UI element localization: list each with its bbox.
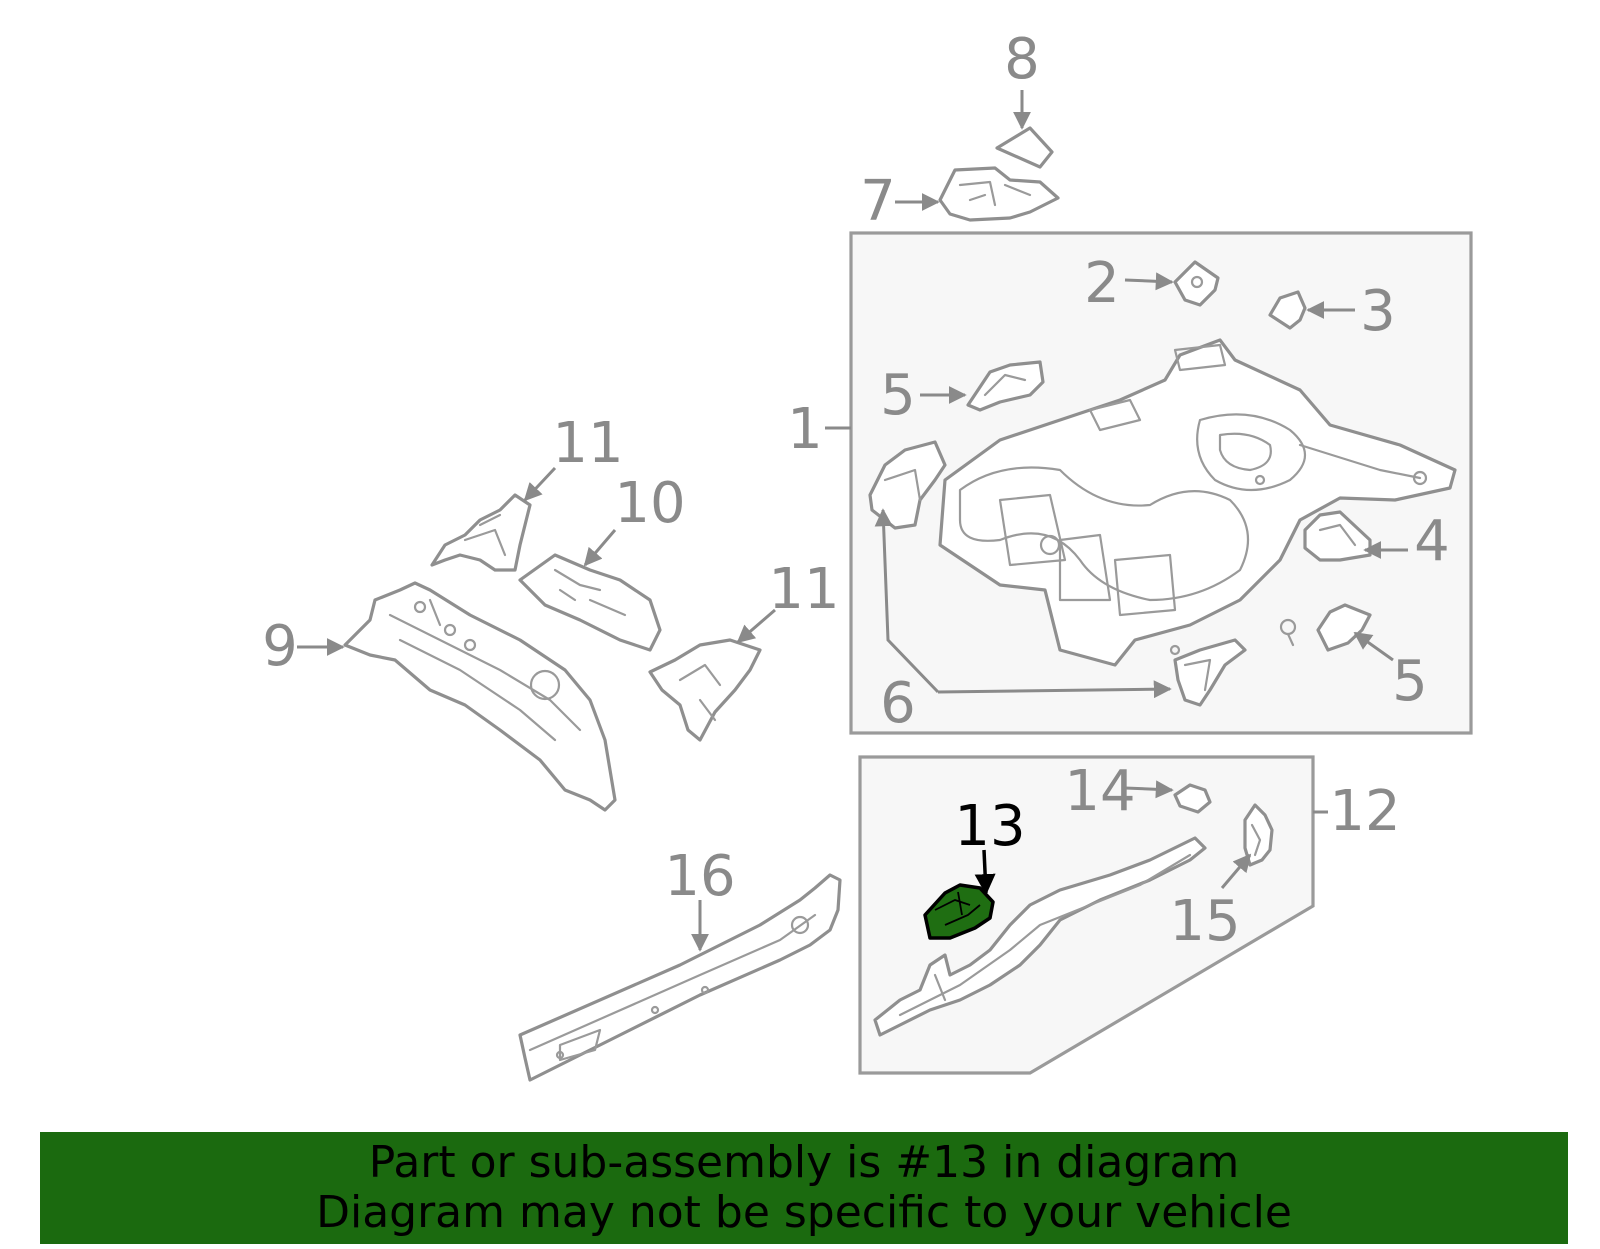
callout-7: 7: [860, 169, 896, 234]
callout-9: 9: [262, 614, 298, 679]
callout-14: 14: [1064, 759, 1135, 824]
callout-8: 8: [1004, 27, 1040, 92]
callout-16: 16: [664, 844, 735, 909]
callout-10: 10: [614, 471, 685, 536]
part-5-upper: [966, 360, 1045, 412]
banner-disclaimer-text: Diagram may not be specific to your vehi…: [316, 1187, 1292, 1238]
part-11-lower: [648, 638, 762, 742]
callout-4: 4: [1414, 509, 1450, 574]
part-2: [1173, 260, 1220, 307]
part-7: [938, 166, 1060, 222]
part-1-floor-pan: [938, 338, 1457, 667]
part-9-crossmember: [343, 581, 617, 812]
banner-part-text: Part or sub-assembly is #13 in diagram: [368, 1137, 1240, 1188]
callout-12: 12: [1329, 779, 1400, 844]
callout-11-upper: 11: [552, 411, 623, 476]
part-13-highlighted[interactable]: [923, 883, 995, 940]
part-11-upper: [430, 493, 532, 572]
leader-lines: [297, 90, 1408, 952]
callout-5-lower: 5: [1392, 649, 1428, 714]
part-3: [1268, 290, 1307, 330]
callout-15: 15: [1169, 889, 1240, 954]
part-16-side-rail: [518, 873, 842, 1082]
callout-3: 3: [1360, 279, 1396, 344]
info-banner: Part or sub-assembly is #13 in diagram D…: [40, 1132, 1568, 1244]
part-8: [995, 126, 1054, 169]
callout-11-lower: 11: [768, 557, 839, 622]
callout-2: 2: [1084, 251, 1120, 316]
part-5-lower: [1279, 603, 1372, 652]
part-14: [1173, 783, 1212, 814]
part-12-side-member: [873, 836, 1207, 1037]
callout-13: 13: [954, 794, 1025, 859]
part-6-right: [1173, 638, 1247, 707]
callout-1: 1: [787, 397, 823, 462]
callout-5-upper: 5: [880, 363, 916, 428]
part-10: [518, 553, 662, 652]
callout-6: 6: [880, 671, 916, 736]
